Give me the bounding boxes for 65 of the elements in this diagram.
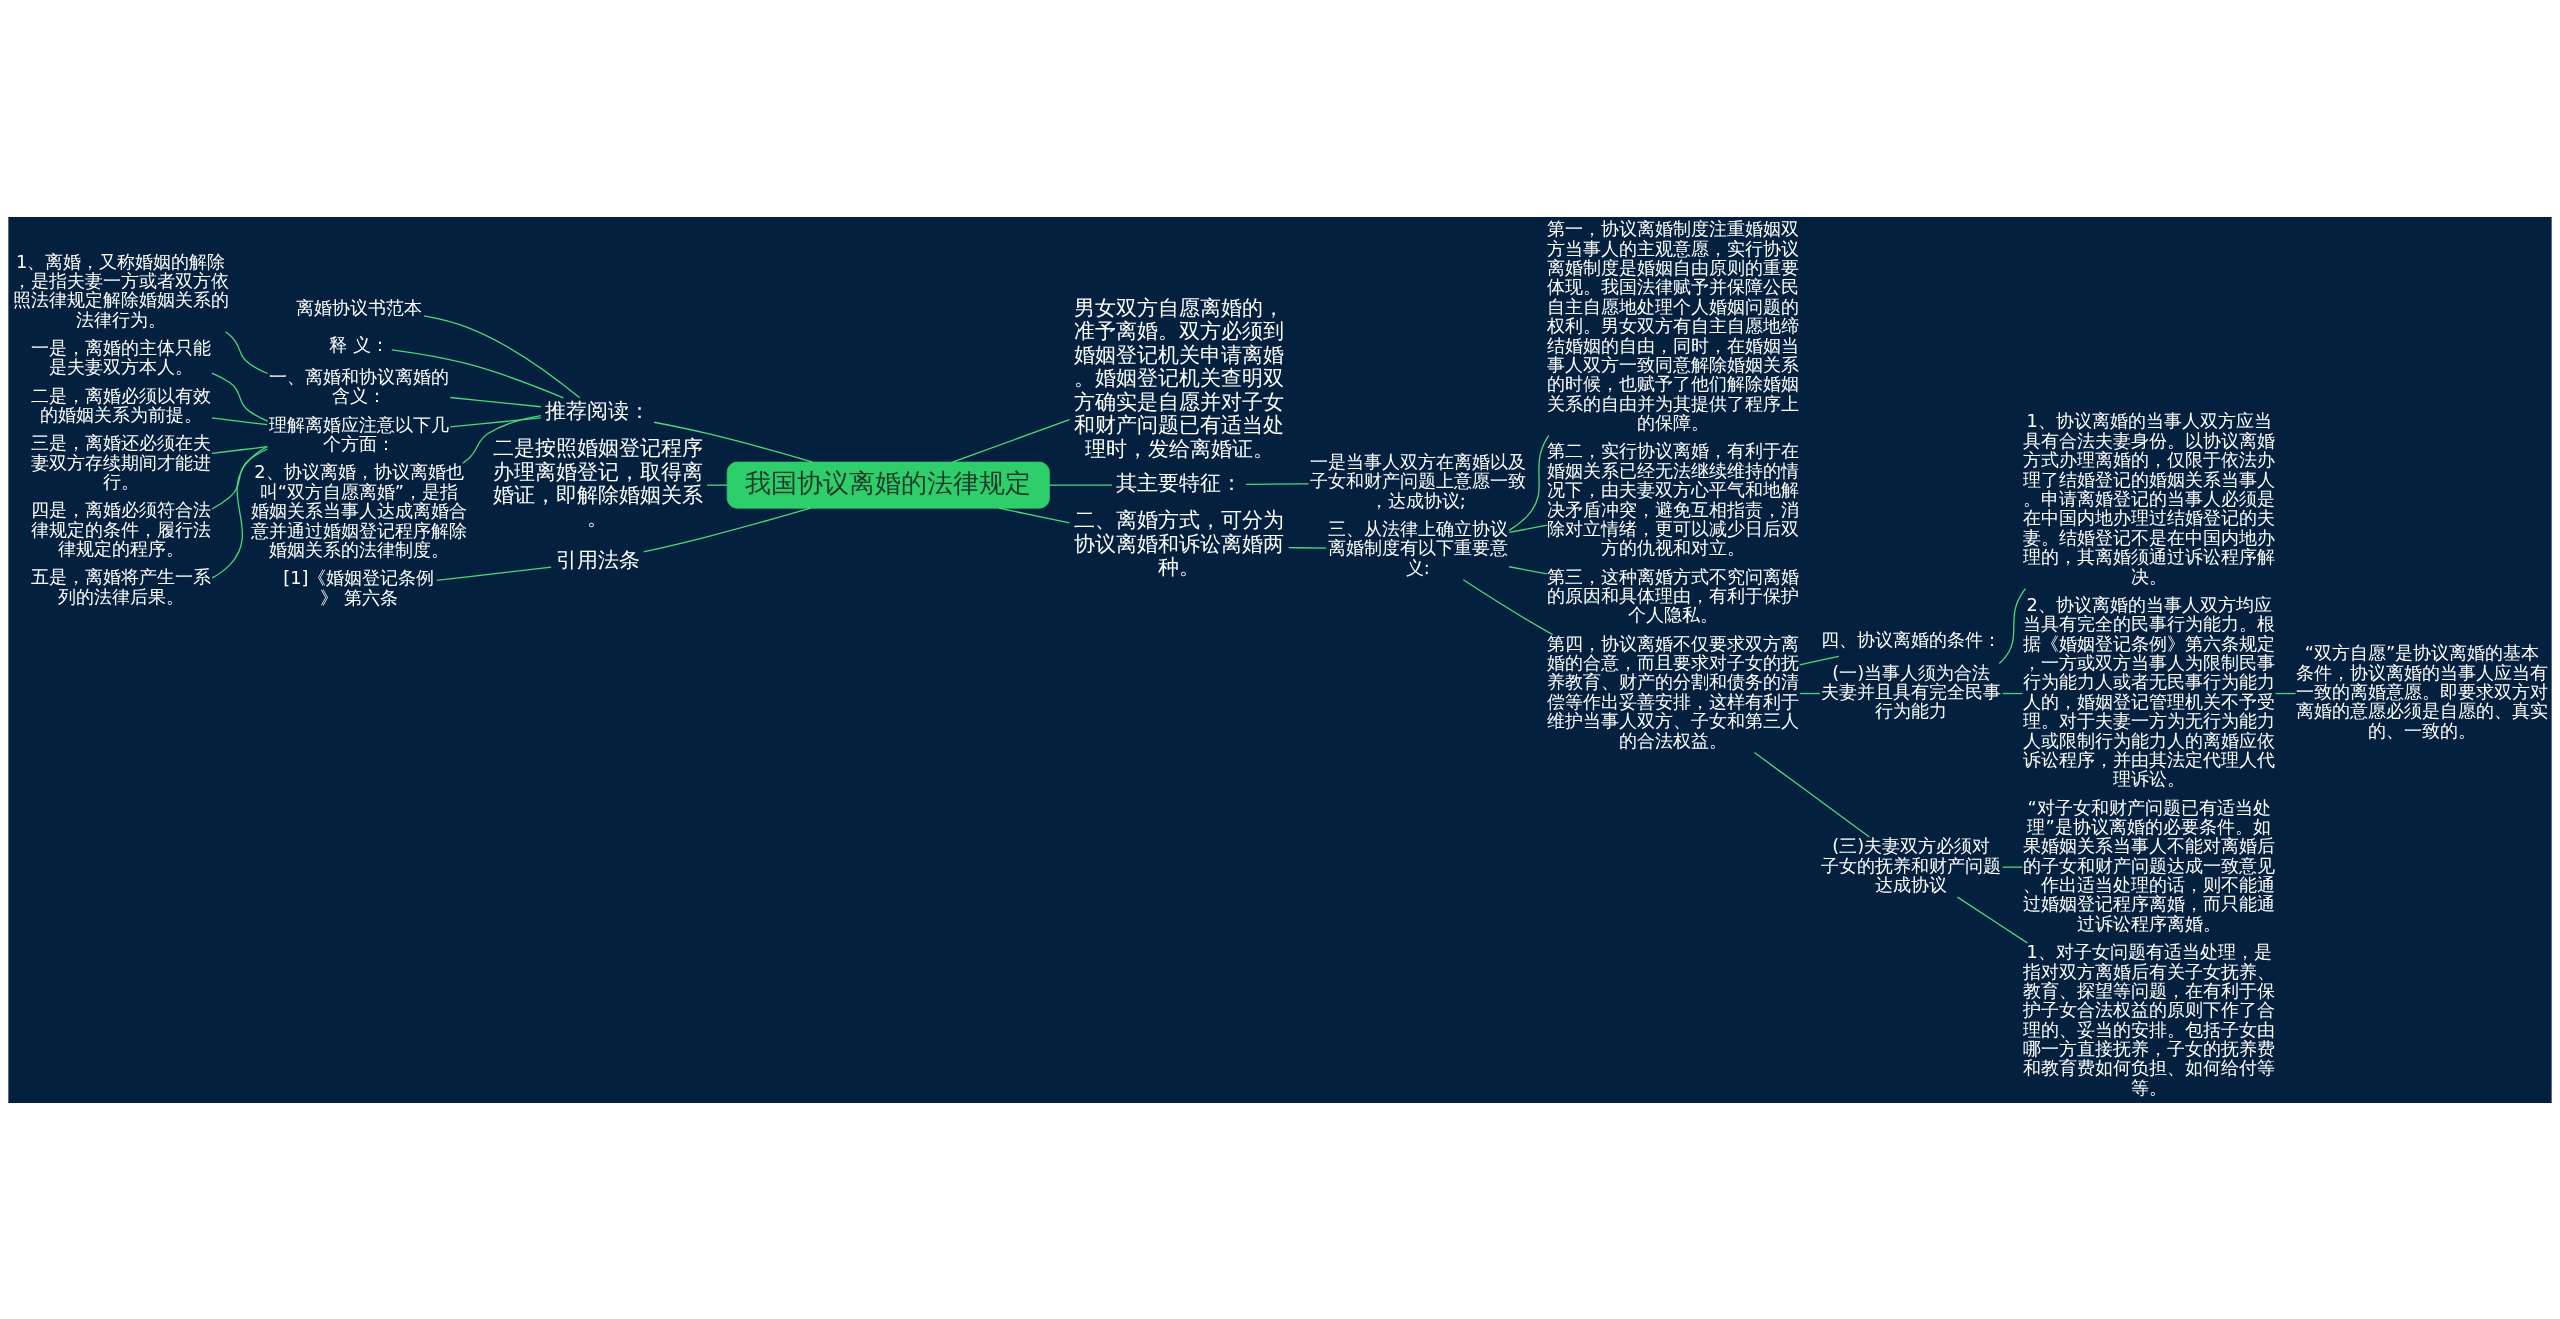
connector — [1508, 565, 1548, 574]
connector — [391, 348, 565, 398]
node-text: 推荐阅读： — [545, 398, 651, 423]
connector — [449, 416, 542, 428]
node-text: 第三，这种离婚方式不究问离婚的原因和具体理由，有利于保护个人隐私。 — [1547, 566, 1800, 625]
node-text: 一、离婚和协议离婚的含义： — [268, 366, 449, 406]
node-text: 一是当事人双方在离婚以及子女和财产问题上意愿一致，达成协议; — [1309, 451, 1526, 511]
node-text: 四是，离婚必须符合法律规定的条件，履行法律规定的程序。 — [30, 499, 211, 559]
connector — [423, 314, 581, 398]
node-text: 第二，实行协议离婚，有利于在婚姻关系已经无法继续维持的情况下，由夫妻双方心平气和地解决矛盾冲突，避免互相指责，消除对立情绪，更可以减少日后双方的仇视和对立。 — [1547, 440, 1800, 558]
connector — [1799, 655, 1840, 665]
node-text: 三、从法律上确立协议离婚制度有以下重要意义: — [1327, 518, 1508, 578]
connector — [224, 330, 269, 374]
connector — [1998, 587, 2027, 664]
node-text: 理解离婚应注意以下几个方面： — [268, 414, 449, 454]
connector — [1048, 484, 1113, 486]
connector — [1245, 482, 1310, 485]
node-text: 三是，离婚还必须在夫妻双方存续期间才能进行。 — [30, 432, 211, 492]
node-text: 第一，协议离婚制度注重婚姻双方当事人的主观意愿，实行协议离婚制度是婚姻自由原则的重要体现。我国法律赋予并保障公民自主自愿地处理个人婚姻问题的权利。男女双方有自主自愿地缔结婚姻的自由，同时，在婚姻当事人双方一致同意解除婚姻关系的时候，也赋予了他们解除婚姻关系的自由并为其提供了程序上的保障。 — [1547, 218, 1800, 433]
node-text: 二、离婚方式，可分为协议离婚和诉讼离婚两种。 — [1074, 507, 1285, 579]
node-text: 四、协议离婚的条件： — [1821, 629, 2002, 650]
node-text: 男女双方自愿离婚的，准予离婚。双方必须到婚姻登记机关申请离婚。婚姻登记机关查明双方确实是自愿并对子女和财产问题已有适当处理时，发给离婚证。 — [1074, 295, 1285, 460]
node-text: “对子女和财产问题已有适当处理”是协议离婚的必要条件。如果婚姻关系当事人不能对离婚后的子女和财产问题达成一致意见、作出适当处理的话，则不能通过婚姻登记程序离婚，而只能通过诉讼程序离婚。 — [2023, 797, 2276, 934]
node-box: 我国协议离婚的法律规定 — [726, 461, 1050, 509]
connector — [2274, 692, 2297, 694]
connector — [706, 484, 728, 486]
connector — [1956, 895, 2029, 944]
connector — [1462, 578, 1554, 635]
node-text: 引用法条 — [555, 547, 640, 572]
node-text: 2、协议离婚，协议离婚也叫“双方自愿离婚”，是指婚姻关系当事人达成离婚合意并通过婚姻登记程序解除婚姻关系的法律制度。 — [250, 461, 467, 560]
node-text: 离婚协议书范本 — [295, 297, 422, 318]
connector — [462, 414, 542, 464]
connector — [211, 447, 268, 510]
connector — [211, 372, 269, 422]
connector — [211, 445, 268, 454]
node-text: 一是，离婚的主体只能是夫妻双方本人。 — [30, 337, 211, 377]
connector — [643, 507, 812, 553]
node-text: 五是，离婚将产生一系列的法律后果。 — [30, 566, 211, 607]
connector — [436, 566, 552, 581]
node-text: 1、对子女问题有适当处理，是指对双方离婚后有关子女抚养、教育、探望等问题，在有利于保护子女合法权益的原则下作了合理的、妥当的安排。包括子女由哪一方直接抚养，子女的抚养费和教育费如何负担、如何给付等等。 — [2023, 941, 2276, 1098]
node-text: 二是按照婚姻登记程序办理离婚登记，取得离婚证，即解除婚姻关系。 — [492, 435, 703, 530]
node-text: 1、离婚，又称婚姻的解除，是指夫妻一方或者双方依照法律规定解除婚姻关系的法律行为。 — [12, 251, 229, 330]
connector — [1288, 546, 1327, 549]
node-text: 释 义： — [329, 334, 389, 355]
node-text: 第四，协议离婚不仅要求双方离婚的合意，而且要求对子女的抚养教育、财产的分割和债务的清偿等作出妥善安排，这样有利于维护当事人双方、子女和第三人的合法权益。 — [1547, 633, 1800, 750]
connector — [2002, 692, 2024, 694]
connector — [1753, 751, 1871, 838]
node-text: (一)当事人须为合法夫妻并且具有完全民事行为能力 — [1821, 662, 2002, 721]
connector — [653, 421, 814, 463]
connector — [449, 396, 542, 407]
connector — [211, 416, 268, 425]
node-text: 2、协议离婚的当事人双方均应当具有完全的民事行为能力。根据《婚姻登记条例》第六条规定，一方或双方当事人为限制民事行为能力人或者无民事行为能力人的，婚姻登记管理机关不予受理。对于夫妻一方为无行为能力人或限制行为能力人的离婚应依诉讼程序，并由其法定代理人代理诉讼。 — [2023, 594, 2276, 789]
connector — [998, 507, 1071, 524]
node-text: 其主要特征： — [1116, 470, 1243, 495]
node-text: “双方自愿”是协议离婚的基本条件，协议离婚的当事人应当有一致的离婚意愿。即要求双方对离婚的意愿必须是自愿的、真实的、一致的。 — [2296, 642, 2549, 741]
connector — [1508, 434, 1550, 531]
node-text: (三)夫妻双方必须对子女的抚养和财产问题达成协议 — [1821, 835, 2002, 895]
node-text: 1、协议离婚的当事人双方应当具有合法夫妻身份。以协议离婚方式办理离婚的，仅限于依法办理了结婚登记的婚姻关系当事人。申请离婚登记的当事人必须是在中国内地办理过结婚登记的夫妻。结婚登记不是在中国内地办理的，其离婚须通过诉讼程序解决。 — [2023, 410, 2276, 587]
connector — [1508, 524, 1548, 533]
node-text: 二是，离婚必须以有效的婚姻关系为前提。 — [30, 385, 211, 425]
connector — [1799, 692, 1821, 694]
node-text: [1]《婚姻登记条例》 第六条 — [283, 567, 435, 608]
connector — [2002, 866, 2024, 868]
connector — [951, 418, 1071, 463]
connector — [211, 445, 269, 578]
